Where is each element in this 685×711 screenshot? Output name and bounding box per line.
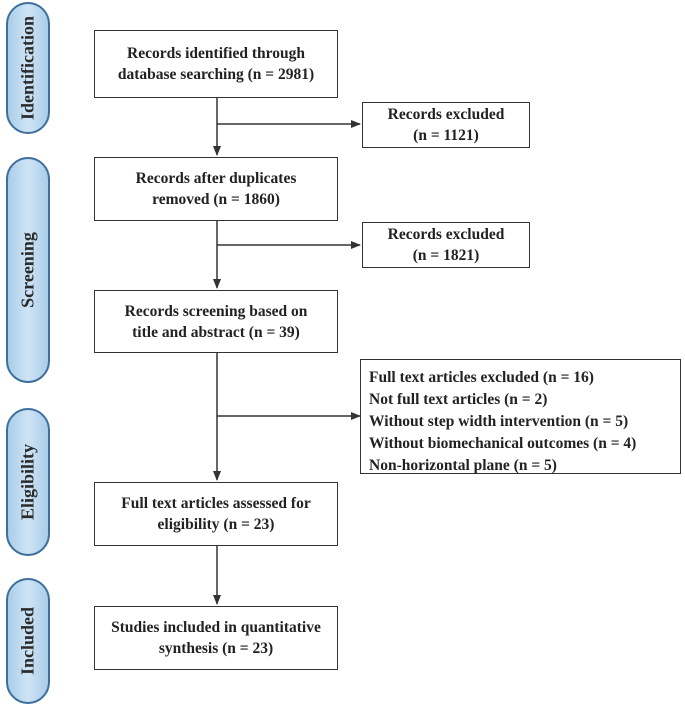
fulltext-excluded-reason-3: Without biomechanical outcomes (n = 4) <box>369 435 637 452</box>
stage-identification: Identification <box>6 2 50 134</box>
fulltext-excluded-reason-2: Without step width intervention (n = 5) <box>369 413 629 430</box>
box-records-excluded-1-line2: (n = 1121) <box>413 127 479 144</box>
stage-screening: Screening <box>6 157 50 383</box>
box-records-identified-line1: Records identified through <box>127 45 305 62</box>
box-records-excluded-2: Records excluded (n = 1821) <box>362 222 530 268</box>
box-records-identified: Records identified through database sear… <box>94 30 338 98</box>
fulltext-excluded-reason-1: Not full text articles (n = 2) <box>369 391 548 408</box>
box-records-screening-line1: Records screening based on <box>124 302 308 320</box>
box-records-screening-line2: title and abstract (n = 39) <box>132 323 300 341</box>
box-records-after-duplicates-line1: Records after duplicates <box>135 170 297 187</box>
box-records-excluded-2-line2: (n = 1821) <box>412 247 480 264</box>
box-fulltext-assessed: Full text articles assessed for eligibil… <box>94 482 338 546</box>
box-studies-included-line1: Studies included in quantitative <box>111 619 321 636</box>
box-records-excluded-1-line1: Records excluded <box>387 106 505 123</box>
stage-included: Included <box>6 578 50 704</box>
box-studies-included: Studies included in quantitative synthes… <box>94 606 338 670</box>
box-records-excluded-1: Records excluded (n = 1121) <box>362 102 530 148</box>
box-records-after-duplicates-line2: removed (n = 1860) <box>152 191 280 208</box>
box-fulltext-assessed-line1: Full text articles assessed for <box>121 495 311 512</box>
box-studies-included-line2: synthesis (n = 23) <box>158 640 274 657</box>
box-records-identified-line2: database searching (n = 2981) <box>117 66 315 83</box>
stage-eligibility: Eligibility <box>6 408 50 556</box>
fulltext-excluded-total: Full text articles excluded (n = 16) <box>369 369 594 386</box>
box-fulltext-assessed-line2: eligibility (n = 23) <box>157 516 275 533</box>
box-records-screening: Records screening based on title and abs… <box>94 290 338 353</box>
box-records-after-duplicates: Records after duplicates removed (n = 18… <box>94 157 338 221</box>
box-records-excluded-2-line1: Records excluded <box>387 226 505 243</box>
box-fulltext-excluded: Full text articles excluded (n = 16) Not… <box>360 359 681 474</box>
fulltext-excluded-reason-4: Non-horizontal plane (n = 5) <box>369 457 557 474</box>
